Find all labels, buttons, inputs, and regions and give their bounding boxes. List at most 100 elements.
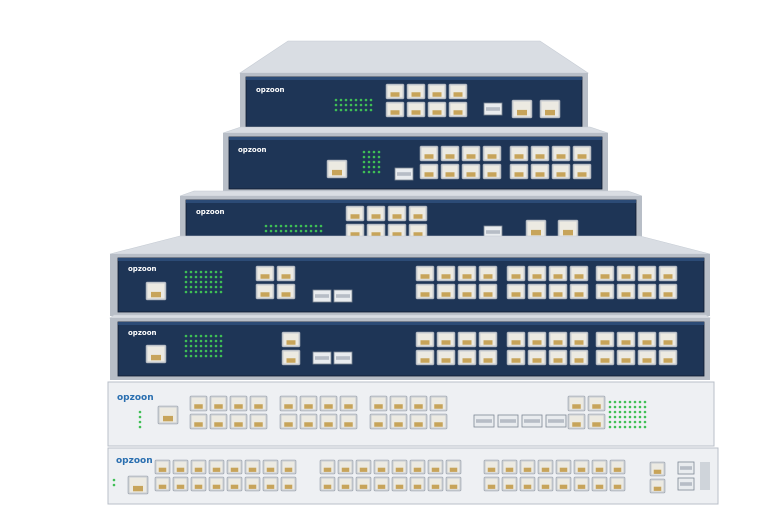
port-contacts	[483, 274, 493, 279]
port-contacts	[462, 274, 472, 279]
port-contacts	[613, 467, 622, 472]
port-contacts	[553, 358, 563, 363]
port-socket	[375, 478, 388, 490]
port-contacts	[260, 292, 270, 297]
status-led	[314, 229, 318, 233]
port-contacts	[194, 467, 203, 472]
port-contacts	[434, 422, 443, 427]
status-led	[608, 400, 612, 404]
port-contacts	[553, 340, 563, 345]
port-contacts	[324, 404, 333, 409]
port-contacts	[194, 422, 203, 427]
sfp-slot-inner	[548, 419, 564, 423]
port-contacts	[505, 467, 514, 472]
status-led	[367, 155, 371, 159]
port-contacts	[230, 467, 239, 472]
brand-logo: opzoon	[117, 393, 154, 403]
status-led	[359, 108, 363, 112]
port-contacts	[663, 274, 673, 279]
status-led	[364, 108, 368, 112]
status-led	[613, 410, 617, 414]
status-led	[199, 334, 203, 338]
port-contacts	[535, 172, 545, 177]
port-contacts	[487, 154, 497, 159]
panel-highlight	[229, 137, 602, 140]
status-led	[204, 349, 208, 353]
port-contacts	[266, 467, 275, 472]
status-led	[294, 229, 298, 233]
status-led	[284, 229, 288, 233]
status-led	[284, 224, 288, 228]
port-contacts	[371, 214, 381, 219]
status-led	[628, 415, 632, 419]
port-contacts	[151, 291, 161, 298]
port-contacts	[466, 154, 476, 159]
status-led	[184, 270, 188, 274]
port-contacts	[248, 467, 257, 472]
port-contacts	[281, 274, 291, 279]
port-contacts	[411, 110, 421, 115]
status-led	[209, 349, 213, 353]
status-led	[643, 410, 647, 414]
status-led	[214, 280, 218, 284]
port-contacts	[413, 214, 423, 219]
port-socket	[611, 461, 624, 473]
status-led	[209, 354, 213, 358]
sfp-slot-inner	[315, 294, 329, 298]
status-led	[214, 270, 218, 274]
port-contacts	[595, 484, 604, 489]
status-led	[354, 108, 358, 112]
port-contacts	[413, 467, 422, 472]
port-socket	[593, 478, 606, 490]
status-led	[269, 224, 273, 228]
status-led	[274, 229, 278, 233]
port-contacts	[445, 172, 455, 177]
status-led	[299, 229, 303, 233]
status-led	[194, 285, 198, 289]
port-contacts	[390, 110, 400, 115]
status-led	[184, 280, 188, 284]
status-led	[184, 339, 188, 343]
status-led	[362, 160, 366, 164]
status-led	[214, 334, 218, 338]
port-socket	[575, 461, 588, 473]
port-contacts	[395, 467, 404, 472]
port-contacts	[487, 467, 496, 472]
brand-logo: opzoon	[128, 265, 157, 273]
status-led	[204, 275, 208, 279]
status-led	[219, 285, 223, 289]
status-led	[359, 103, 363, 107]
status-led	[209, 339, 213, 343]
chassis-top	[222, 126, 609, 134]
port-contacts	[553, 274, 563, 279]
status-led	[219, 280, 223, 284]
port-contacts	[663, 340, 673, 345]
port-contacts	[392, 232, 402, 237]
port-socket	[429, 478, 442, 490]
port-socket	[593, 461, 606, 473]
status-led	[194, 270, 198, 274]
port-contacts	[420, 274, 430, 279]
port-contacts	[284, 484, 293, 489]
port-socket	[156, 478, 169, 490]
status-led	[209, 290, 213, 294]
port-contacts	[532, 292, 542, 297]
status-led	[199, 354, 203, 358]
status-led	[199, 270, 203, 274]
status-led	[344, 103, 348, 107]
status-led	[364, 98, 368, 102]
port-contacts	[483, 292, 493, 297]
port-contacts	[212, 467, 221, 472]
status-led	[209, 275, 213, 279]
status-led	[189, 344, 193, 348]
status-led	[618, 415, 622, 419]
status-led	[339, 103, 343, 107]
switch-unit: opzoon	[222, 126, 609, 193]
status-led	[289, 224, 293, 228]
status-led	[628, 425, 632, 429]
port-contacts	[577, 467, 586, 472]
port-contacts	[535, 154, 545, 159]
status-led	[264, 229, 268, 233]
panel-highlight	[246, 77, 582, 80]
port-contacts	[572, 404, 581, 409]
